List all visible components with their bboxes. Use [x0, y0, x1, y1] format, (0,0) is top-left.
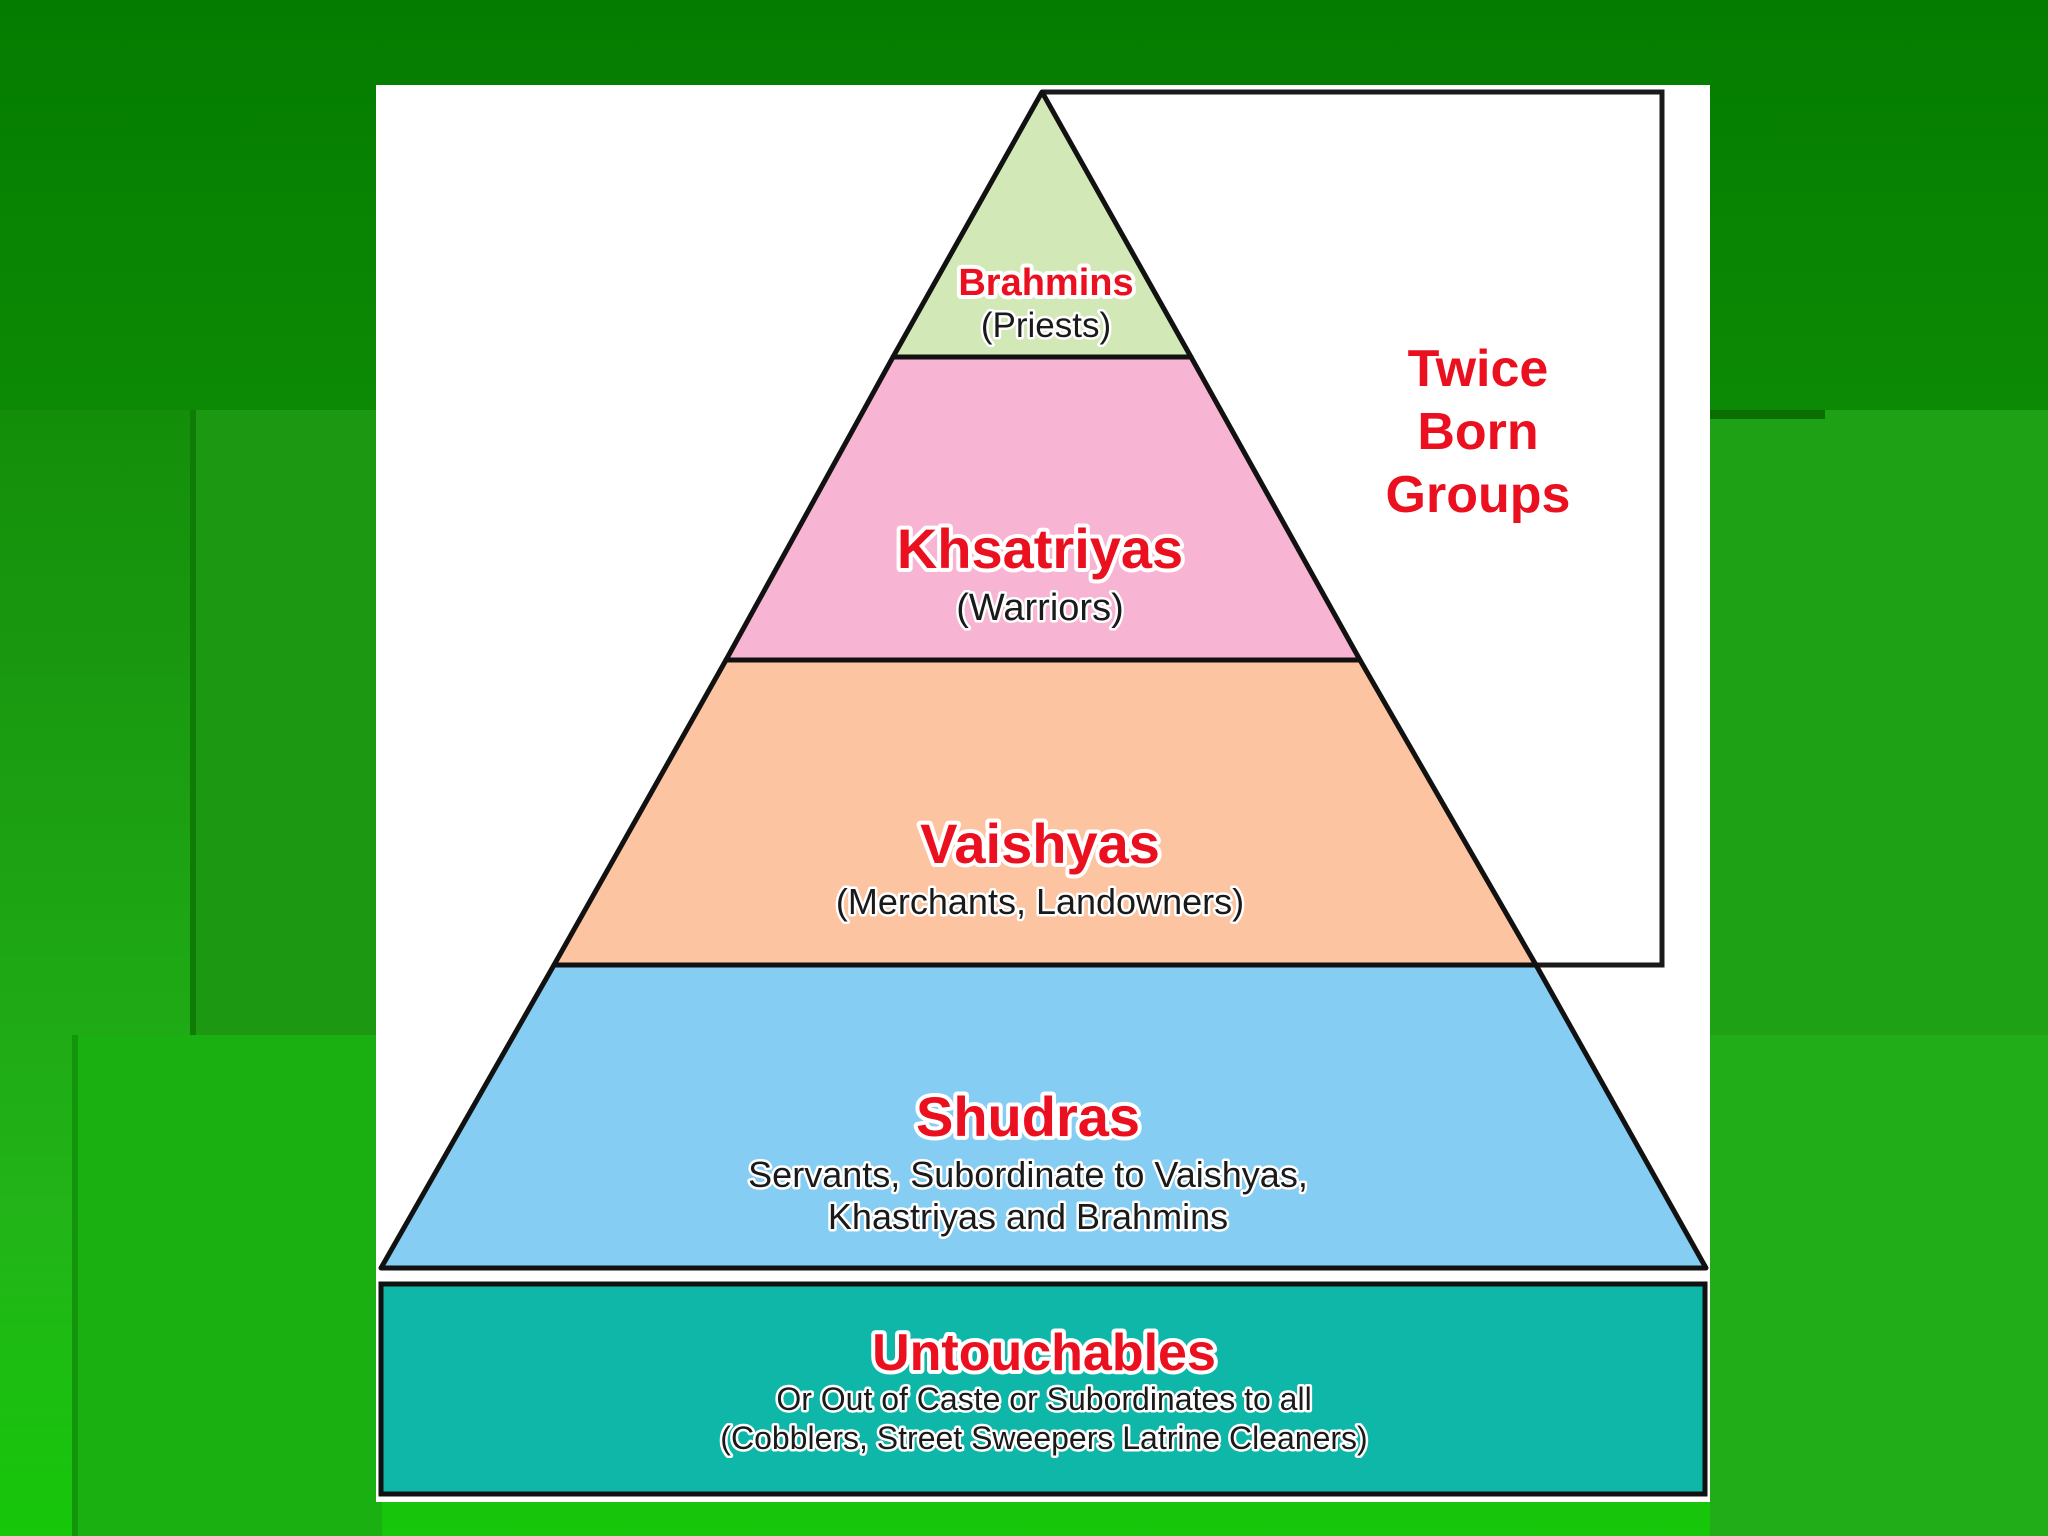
vaishyas-subtitle: (Merchants, Landowners) [836, 881, 1244, 922]
twice-born-line1: Twice [1408, 340, 1549, 398]
shudras-subtitle-line1: Servants, Subordinate to Vaishyas, [748, 1154, 1308, 1195]
vaishyas-title: Vaishyas [920, 812, 1160, 875]
diagram-panel: Brahmins (Priests) Khsatriyas (Warriors)… [376, 85, 1710, 1502]
khsatriyas-subtitle: (Warriors) [956, 587, 1123, 629]
background-lower-left [72, 1035, 382, 1536]
background-rule-right [1710, 410, 1825, 419]
khsatriyas-title: Khsatriyas [897, 517, 1183, 580]
shudras-subtitle-line2: Khastriyas and Brahmins [828, 1196, 1228, 1237]
background-step-left [190, 410, 382, 1035]
untouchables-title: Untouchables [872, 1324, 1216, 1382]
background-lower-right [1710, 1035, 2048, 1536]
brahmins-subtitle: (Priests) [981, 306, 1111, 345]
brahmins-title: Brahmins [958, 262, 1133, 304]
shudras-title: Shudras [916, 1085, 1140, 1148]
twice-born-line3: Groups [1386, 466, 1571, 524]
background-step-right [1710, 410, 2048, 1035]
untouchables-box [378, 1281, 1708, 1497]
untouchables-line2: (Cobblers, Street Sweepers Latrine Clean… [720, 1420, 1367, 1456]
untouchables-line1: Or Out of Caste or Subordinates to all [776, 1381, 1311, 1417]
twice-born-bracket [1042, 89, 1665, 968]
tier-shudras-shape [378, 962, 1709, 1271]
twice-born-line2: Born [1417, 403, 1538, 461]
caste-pyramid-diagram: Brahmins (Priests) Khsatriyas (Warriors)… [378, 89, 1709, 1497]
